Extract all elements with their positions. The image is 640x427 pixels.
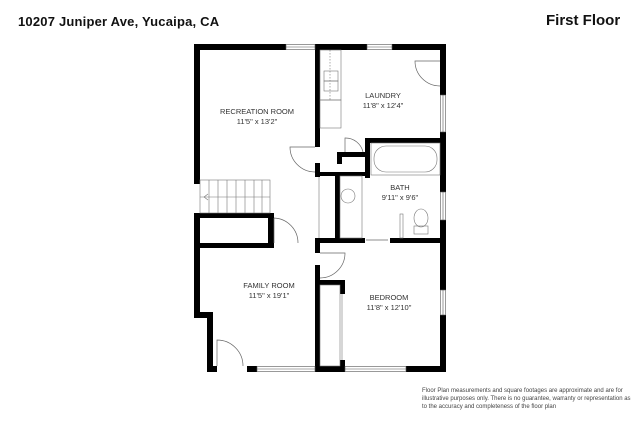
floor-title: First Floor <box>546 12 621 29</box>
room-bedroom-name: BEDROOM <box>370 293 409 302</box>
room-bedroom-dimensions: 11'8" x 12'10" <box>367 303 412 312</box>
walls <box>194 44 446 372</box>
room-labels: RECREATION ROOM 11'5" x 13'2" LAUNDRY 11… <box>220 91 419 312</box>
room-family-name: FAMILY ROOM <box>243 281 294 290</box>
room-laundry-name: LAUNDRY <box>365 91 401 100</box>
room-bath-dimensions: 9'11" x 9'6" <box>382 193 419 202</box>
room-bath-name: BATH <box>390 183 409 192</box>
disclaimer-text: Floor Plan measurements and square foota… <box>422 388 631 410</box>
stairs <box>199 179 271 214</box>
doors <box>216 60 441 367</box>
room-family-dimensions: 11'5" x 19'1" <box>249 291 290 300</box>
fixtures <box>318 49 441 367</box>
windows <box>256 44 446 372</box>
room-recreation-dimensions: 11'5" x 13'2" <box>237 117 278 126</box>
room-laundry-dimensions: 11'8" x 12'4" <box>363 101 404 110</box>
property-address: 10207 Juniper Ave, Yucaipa, CA <box>18 14 220 29</box>
room-recreation-name: RECREATION ROOM <box>220 107 294 116</box>
